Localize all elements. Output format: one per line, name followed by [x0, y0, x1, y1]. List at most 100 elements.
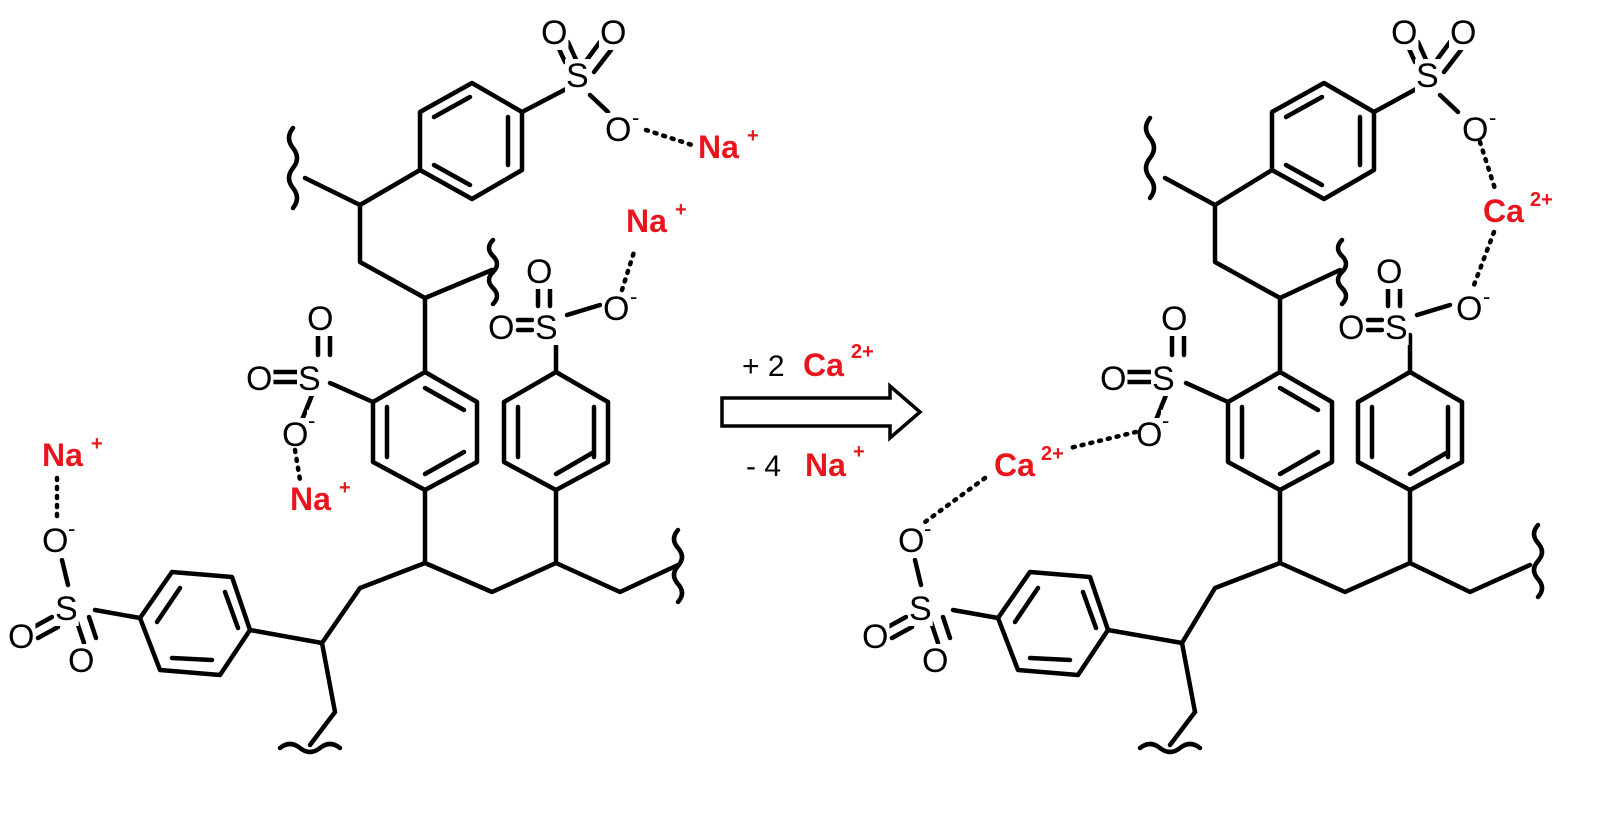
- label-backdrop: [1160, 302, 1189, 336]
- sulfur-atom: S: [298, 360, 321, 398]
- oxygen-atom: O: [541, 14, 567, 52]
- label-backdrop: [908, 592, 933, 626]
- label-backdrop: [338, 479, 352, 497]
- charge-minus: -: [68, 516, 75, 541]
- label-backdrop: [602, 292, 631, 326]
- backbone-upper: [1162, 175, 1343, 301]
- label-backdrop: [297, 362, 322, 396]
- label-backdrop: [67, 644, 96, 678]
- svg-text:2+: 2+: [1041, 443, 1064, 465]
- label-backdrop: [804, 449, 848, 481]
- label-backdrop: [1135, 418, 1164, 452]
- sodium-ion: Na +: [625, 199, 688, 239]
- label-backdrop: [67, 518, 77, 539]
- svg-text:Na: Na: [290, 481, 331, 517]
- label-backdrop: [1161, 410, 1171, 431]
- label-backdrop: [746, 127, 760, 145]
- wavy-chain-end: [286, 125, 300, 211]
- sulfur-oxygen-bond: [271, 327, 333, 423]
- ring-double-bond: [1012, 585, 1099, 663]
- wavy-chain-end: [277, 741, 343, 755]
- reagent-added: + 2 Ca 2+: [741, 341, 875, 383]
- sulfur-atom: S: [55, 590, 78, 628]
- label-backdrop: [7, 620, 36, 654]
- oxygen-atom: O: [1100, 360, 1126, 398]
- oxygen-atom: O: [282, 416, 308, 454]
- sulfur-atom: S: [1416, 57, 1439, 95]
- ring-double-bond: [154, 585, 241, 663]
- ring-sulfonate-bond: [950, 607, 1001, 621]
- label-backdrop: [861, 620, 890, 654]
- label-backdrop: [697, 131, 741, 163]
- oxygen-atom: O: [1391, 14, 1417, 52]
- svg-text:Na: Na: [42, 437, 83, 473]
- svg-text:Ca: Ca: [1483, 193, 1524, 229]
- oxygen-atom: O: [1450, 14, 1476, 52]
- svg-text:Na: Na: [626, 203, 667, 239]
- oxygen-atom: O: [922, 642, 948, 680]
- oxygen-atom: O: [42, 522, 68, 560]
- ionic-interaction: [292, 447, 303, 483]
- label-backdrop: [852, 443, 866, 461]
- svg-text:+: +: [675, 199, 687, 221]
- backbone-lower: [319, 560, 681, 715]
- label-backdrop: [1482, 286, 1492, 307]
- calcium-polystyrene-sulfonate: O O S O - O O S O - O O S O - O - S O O …: [861, 14, 1554, 755]
- label-backdrop: [1529, 191, 1554, 209]
- reagent-added-charge: 2+: [851, 341, 874, 363]
- label-backdrop: [923, 518, 933, 539]
- ring-double-bond: [1369, 404, 1451, 477]
- oxygen-atom: O: [898, 522, 924, 560]
- sulfur-oxygen-bond: [883, 557, 953, 646]
- reagent-removed-charge: +: [853, 441, 865, 463]
- wavy-chain-end: [1143, 115, 1157, 201]
- oxygen-atom: O: [862, 618, 888, 656]
- oxygen-atom: O: [600, 14, 626, 52]
- oxygen-atom: O: [526, 253, 552, 291]
- charge-minus: -: [1489, 105, 1496, 130]
- sulfur-oxygen-bond: [1365, 280, 1453, 333]
- sulfur-oxygen-bond: [515, 280, 603, 333]
- label-backdrop: [1482, 195, 1526, 227]
- wavy-chain-end: [1531, 522, 1545, 600]
- label-backdrop: [289, 483, 333, 515]
- label-backdrop: [1040, 445, 1065, 463]
- label-backdrop: [1415, 59, 1440, 93]
- label-backdrop: [54, 592, 79, 626]
- label-backdrop: [1099, 362, 1128, 396]
- label-backdrop: [1151, 362, 1176, 396]
- oxygen-atom: O: [246, 360, 272, 398]
- label-backdrop: [625, 205, 669, 237]
- oxygen-atom: O: [1338, 309, 1364, 347]
- ionic-interaction: [1067, 429, 1139, 451]
- oxygen-atom: O: [8, 618, 34, 656]
- sulfur-atom: S: [1385, 309, 1408, 347]
- ionic-interaction: [1477, 139, 1499, 195]
- label-backdrop: [1390, 16, 1419, 50]
- backbone-link-bond: [247, 627, 325, 646]
- svg-text:Na: Na: [698, 129, 739, 165]
- ring-double-bond: [515, 404, 597, 477]
- sodium-polystyrene-sulfonate: O O S O - O O S O - O O S O - O - S O O …: [7, 14, 760, 755]
- svg-text:+: +: [747, 125, 759, 147]
- oxygen-atom: O: [1462, 111, 1488, 149]
- label-backdrop: [540, 16, 569, 50]
- charge-minus: -: [308, 408, 315, 433]
- label-backdrop: [745, 452, 783, 481]
- svg-text:+: +: [91, 433, 103, 455]
- oxygen-atom: O: [605, 111, 631, 149]
- label-backdrop: [1461, 113, 1490, 147]
- reaction-arrow: [720, 382, 923, 442]
- oxygen-atom: O: [307, 300, 333, 338]
- oxygen-atom: O: [1456, 290, 1482, 328]
- sulfur-atom: S: [1152, 360, 1175, 398]
- charge-minus: -: [630, 284, 637, 309]
- label-backdrop: [534, 311, 559, 345]
- label-backdrop: [604, 113, 633, 147]
- ionic-interaction: [619, 249, 637, 293]
- charge-minus: -: [1162, 408, 1169, 433]
- sulfur-atom: S: [566, 57, 589, 95]
- label-backdrop: [306, 302, 335, 336]
